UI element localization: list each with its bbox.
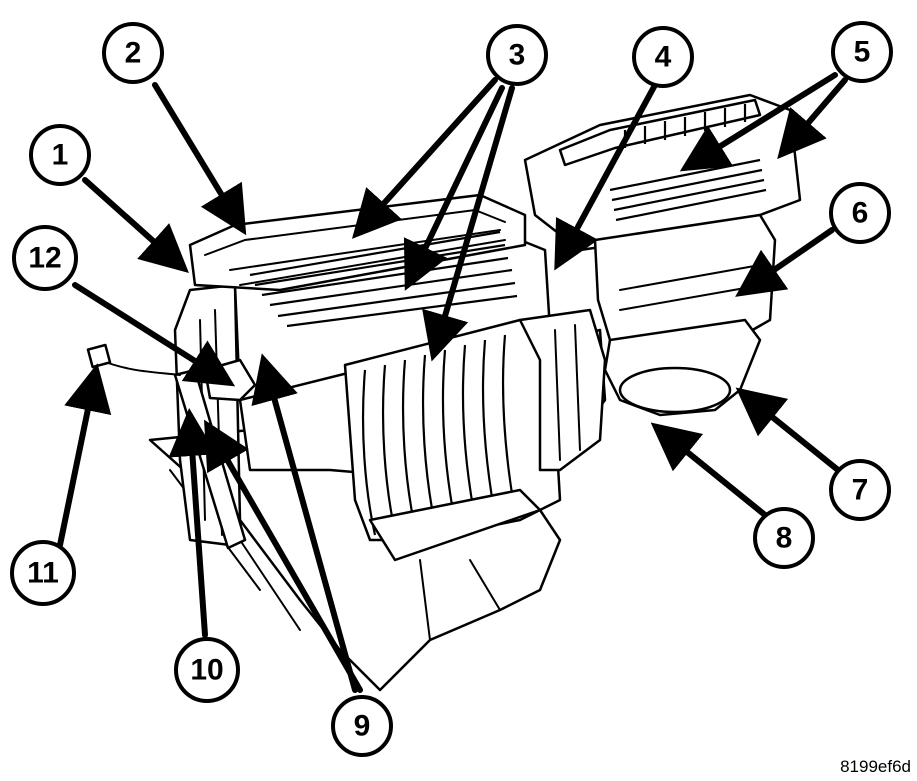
callout-label-7: 7	[852, 474, 869, 507]
leader-2	[152, 82, 247, 236]
blower-duct-section	[518, 308, 607, 472]
blower-motor-cap	[618, 366, 732, 414]
callout-4: 4	[632, 26, 694, 88]
callout-label-5: 5	[854, 36, 871, 69]
callout-5: 5	[831, 21, 893, 83]
callout-1: 1	[29, 124, 91, 186]
callout-7: 7	[829, 459, 891, 521]
callout-10: 10	[174, 637, 240, 703]
figure-code: 8199ef6d	[840, 757, 911, 776]
callouts: 1 2 3 4 5 6 7 8	[10, 21, 893, 757]
leader-3b	[403, 85, 505, 291]
callout-label-8: 8	[776, 522, 793, 555]
callout-11: 11	[10, 540, 76, 606]
leader-12	[72, 282, 236, 387]
callout-label-1: 1	[52, 139, 69, 172]
harness-connector	[86, 343, 112, 369]
callout-label-9: 9	[354, 710, 371, 743]
callout-label-4: 4	[655, 41, 672, 74]
callout-label-10: 10	[190, 654, 223, 687]
leader-11	[57, 363, 112, 548]
callout-label-11: 11	[27, 557, 59, 590]
leader-6	[735, 227, 835, 297]
callout-label-3: 3	[509, 39, 526, 72]
wire-harness	[99, 359, 181, 376]
leader-5b	[777, 77, 848, 160]
callout-8: 8	[753, 507, 815, 569]
leader-3a	[351, 77, 498, 239]
leader-arrows	[57, 72, 848, 693]
callout-label-6: 6	[852, 197, 869, 230]
callout-9: 9	[331, 695, 393, 757]
leader-7	[735, 387, 841, 473]
callout-label-12: 12	[28, 242, 61, 275]
leader-4	[554, 82, 658, 271]
leader-10	[168, 408, 217, 638]
callout-3: 3	[486, 24, 548, 86]
leader-8	[650, 422, 768, 518]
callout-6: 6	[829, 182, 891, 244]
callout-2: 2	[102, 22, 164, 84]
heater-core-footing	[368, 488, 542, 562]
callout-label-2: 2	[125, 37, 142, 70]
leader-1	[82, 177, 189, 274]
recirc-top-grille	[558, 98, 762, 167]
callout-12: 12	[12, 225, 78, 291]
leader-3c	[422, 85, 515, 362]
leader-9b	[204, 419, 363, 693]
leader-9a	[251, 353, 358, 693]
recirc-door-vanes	[609, 158, 767, 222]
housing-drawing	[86, 93, 802, 692]
leader-5a	[679, 72, 838, 172]
